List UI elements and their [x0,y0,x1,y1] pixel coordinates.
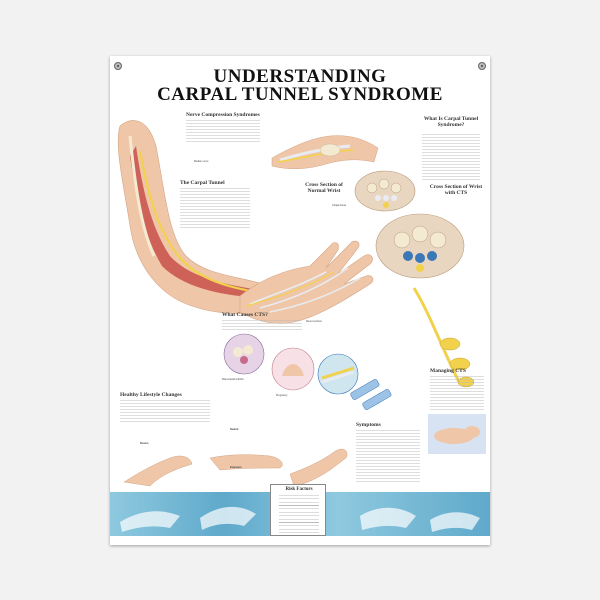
label-flexion: Flexion [140,442,149,445]
label-rheumatoid: Rheumatoid Arthritis [222,378,244,381]
syringe-illustration [350,379,392,410]
causes-circle-tendon [317,353,359,395]
poster-title-line1: UNDERSTANDING [213,66,387,87]
text-carpal-tunnel [180,188,250,228]
label-median-nerve: Median nerve [194,160,209,163]
text-healthy-lifestyle [120,400,210,422]
text-managing-cts [430,376,484,410]
risk-factors-box: Risk Factors [270,484,326,536]
label-flexor-tendons: Flexor tendons [306,320,322,323]
text-what-is-cts [422,134,480,180]
bottom-hands-illustration [120,506,480,532]
heading-symptoms: Symptoms [356,422,381,428]
heading-carpal-tunnel: The Carpal Tunnel [180,180,225,186]
wrist-top-illustration [271,135,379,169]
cross-section-normal-illustration [354,170,416,212]
heading-managing-cts: Managing CTS [430,368,466,374]
wrist-positions-illustration [123,448,348,487]
anatomy-poster: UNDERSTANDING CARPAL TUNNEL SYNDROME Med… [110,56,490,545]
heading-cross-section-normal: Cross Section of Normal Wrist [305,182,343,194]
cross-section-cts-illustration [375,213,465,279]
heading-nerve-compression: Nerve Compression Syndromes [186,112,260,118]
heading-cross-section-cts: Cross Section of Wrist with CTS [429,184,483,196]
label-pregnancy: Pregnancy [276,394,288,397]
text-risk-factors [279,495,319,533]
sleeping-illustration [428,414,486,454]
label-neutral: Neutral [230,428,239,431]
heading-what-is-cts: What Is Carpal Tunnel Syndrome? [423,116,479,128]
grommet-top-left [114,62,122,70]
heading-what-causes: What Causes CTS? [222,312,268,318]
grommet-top-right [478,62,486,70]
poster-title-line2: CARPAL TUNNEL SYNDROME [157,84,443,105]
label-extension: Extension [230,466,242,469]
text-what-causes [222,320,302,330]
text-symptoms [356,430,420,484]
heading-healthy-lifestyle: Healthy Lifestyle Changes [120,392,182,398]
text-nerve-compression [186,120,260,142]
heading-risk-factors: Risk Factors [285,487,313,492]
hand-palm-illustration [239,240,374,324]
causes-circle-pregnancy [271,347,315,391]
label-carpal-bones: Carpal bones [332,204,347,207]
causes-circle-rheumatoid [223,333,265,375]
